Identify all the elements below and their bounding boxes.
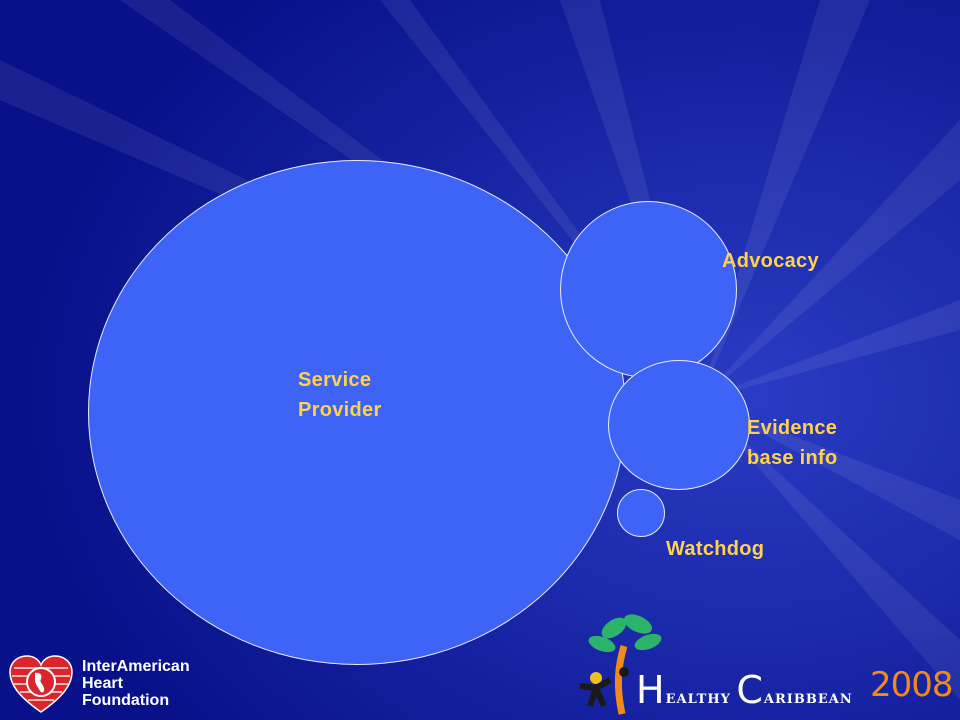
event-year: 2008 <box>870 665 954 705</box>
watchdog-label: Watchdog <box>666 538 765 560</box>
service-provider-label: Service Provider <box>298 369 382 421</box>
palm-tree-people-icon <box>579 614 662 715</box>
advocacy-label: Advocacy <box>722 250 819 272</box>
watchdog-bubble <box>617 489 665 537</box>
service-provider-bubble <box>88 160 626 665</box>
advocacy-bubble <box>560 201 737 378</box>
heart-globe-icon <box>9 655 73 713</box>
evidence-bubble <box>608 360 750 490</box>
evidence-label: Evidence base info <box>747 417 838 469</box>
event-name: Healthy Caribbean <box>636 668 853 712</box>
organization-name: InterAmerican Heart Foundation <box>82 658 190 709</box>
